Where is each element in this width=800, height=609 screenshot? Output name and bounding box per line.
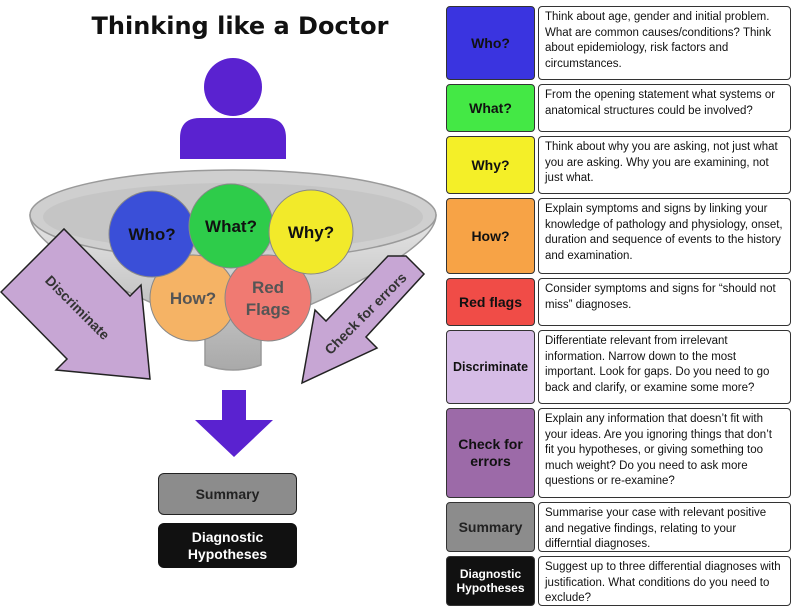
row-key: Diagnostic Hypotheses — [446, 556, 535, 606]
row-description: Think about why you are asking, not just… — [538, 136, 791, 194]
row-description: Think about age, gender and initial prob… — [538, 6, 791, 80]
row-description: Consider symptoms and signs for “should … — [538, 278, 791, 326]
table-row: Discriminate Differentiate relevant from… — [446, 330, 791, 404]
table-row: Red flags Consider symptoms and signs fo… — [446, 278, 791, 326]
circle-label: What? — [205, 217, 257, 236]
row-description: From the opening statement what systems … — [538, 84, 791, 132]
person-icon — [180, 58, 286, 159]
summary-box: Summary — [158, 473, 297, 515]
row-description: Summarise your case with relevant positi… — [538, 502, 791, 552]
diagnostic-hypotheses-box: Diagnostic Hypotheses — [158, 523, 297, 568]
row-key: What? — [446, 84, 535, 132]
circle-shape — [224, 254, 312, 342]
summary-label: Summary — [195, 485, 260, 502]
table-row: Diagnostic Hypotheses Suggest up to thre… — [446, 556, 791, 606]
row-key: Discriminate — [446, 330, 535, 404]
circle-label: Who? — [128, 225, 175, 244]
table-row: Who? Think about age, gender and initial… — [446, 6, 791, 80]
row-key: Summary — [446, 502, 535, 552]
circle-label: Why? — [288, 223, 334, 242]
row-key: Who? — [446, 6, 535, 80]
diagnostic-hypotheses-label: Diagnostic Hypotheses — [187, 528, 268, 562]
funnel-circle-what: What? — [188, 183, 274, 269]
row-description: Explain any information that doesn’t fit… — [538, 408, 791, 498]
circle-label: How? — [170, 289, 216, 308]
funnel-circle-who: Who? — [108, 190, 196, 278]
page-title: Thinking like a Doctor — [91, 12, 389, 40]
check-for-errors-arrow — [301, 255, 426, 385]
row-key: Check for errors — [446, 408, 535, 498]
table-row: Why? Think about why you are asking, not… — [446, 136, 791, 194]
circle-label: Flags — [246, 300, 290, 319]
row-key: How? — [446, 198, 535, 274]
row-key: Red flags — [446, 278, 535, 326]
row-description: Suggest up to three differential diagnos… — [538, 556, 791, 606]
row-key: Why? — [446, 136, 535, 194]
funnel-circle-why: Why? — [268, 189, 354, 275]
down-arrow — [195, 390, 273, 457]
table-row: Summary Summarise your case with relevan… — [446, 502, 791, 552]
circle-shape — [268, 189, 354, 275]
row-description: Explain symptoms and signs by linking yo… — [538, 198, 791, 274]
table-row: What? From the opening statement what sy… — [446, 84, 791, 132]
table-row: Check for errors Explain any information… — [446, 408, 791, 498]
row-description: Differentiate relevant from irrelevant i… — [538, 330, 791, 404]
table-row: How? Explain symptoms and signs by linki… — [446, 198, 791, 274]
discriminate-arrow — [0, 227, 151, 380]
circle-label: Red — [252, 278, 284, 297]
